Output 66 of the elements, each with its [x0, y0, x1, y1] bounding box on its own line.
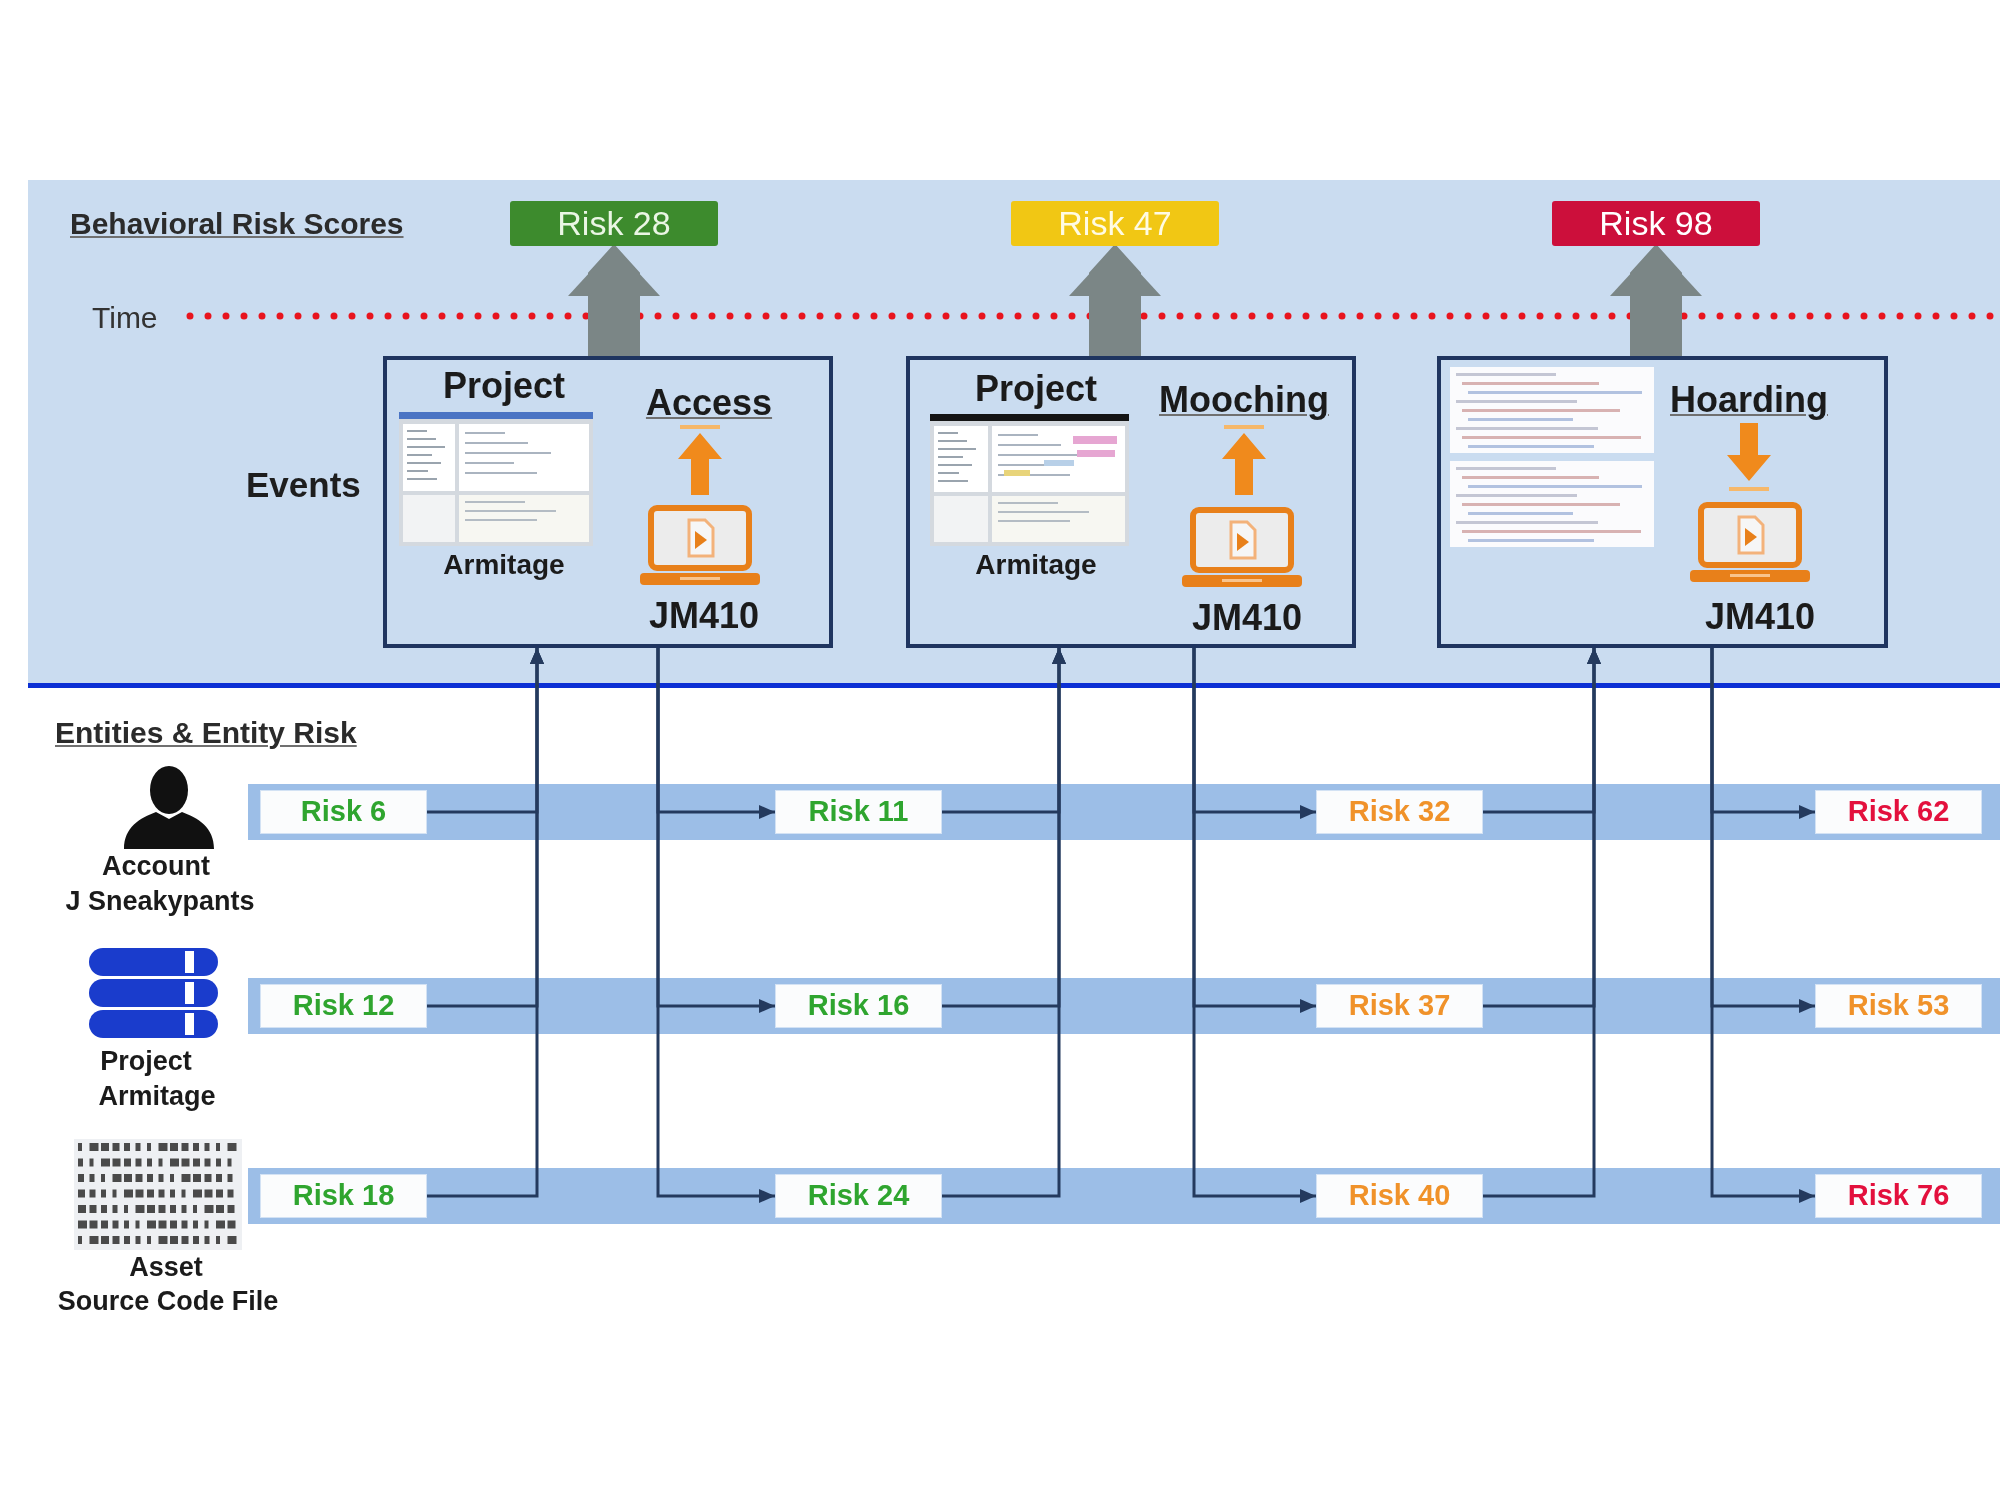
risk-score-box — [775, 790, 942, 834]
project-name: Armitage — [975, 549, 1097, 582]
risk-score-box — [775, 1174, 942, 1218]
axis-label: Time — [92, 301, 158, 336]
risk-score-text: Risk 32 — [1348, 795, 1451, 829]
row-label: Events — [246, 465, 361, 506]
risk-score-text: Risk 76 — [1847, 1179, 1950, 1213]
risk-score-text: Risk 40 — [1348, 1179, 1451, 1213]
event-box — [906, 356, 1356, 648]
connector-arrow — [942, 648, 1066, 1198]
risk-score-text: Risk 47 — [1058, 203, 1172, 244]
event-box — [1437, 356, 1888, 648]
timeline-panel — [28, 180, 2000, 688]
risk-score-box — [1815, 790, 1982, 834]
risk-score-text: Risk 16 — [807, 989, 910, 1023]
block-arrow — [568, 246, 660, 356]
entity-name-label: Armitage — [98, 1081, 216, 1113]
risk-score-badge — [1011, 201, 1219, 246]
risk-score-box — [260, 790, 427, 834]
section-heading: Behavioral Risk Scores — [70, 207, 404, 242]
entity-name-label: Source Code File — [57, 1286, 279, 1318]
risk-score-text: Risk 98 — [1599, 203, 1713, 244]
lane-bar — [248, 978, 2000, 1034]
connector-arrow — [1483, 648, 1601, 1198]
project-label: Project — [443, 365, 565, 407]
connector-arrow — [427, 648, 544, 1198]
section-heading: Entities & Entity Risk — [55, 716, 357, 751]
risk-score-box — [1316, 1174, 1483, 1218]
connector-arrow — [1710, 648, 1815, 1203]
risk-score-box — [260, 1174, 427, 1218]
risk-score-box — [1815, 984, 1982, 1028]
lane-bar — [248, 1168, 2000, 1224]
risk-score-text: Risk 28 — [557, 203, 671, 244]
block-arrow — [1610, 246, 1702, 356]
project-label: Project — [975, 368, 1097, 410]
risk-score-box — [1316, 984, 1483, 1028]
entity-type-label: Project — [100, 1046, 192, 1078]
risk-score-box — [260, 984, 427, 1028]
project-name: Armitage — [443, 549, 565, 582]
risk-score-text: Risk 53 — [1847, 989, 1950, 1023]
risk-score-badge — [510, 201, 718, 246]
risk-score-box — [1316, 790, 1483, 834]
action-heading: Access — [645, 382, 773, 424]
risk-score-text: Risk 62 — [1847, 795, 1950, 829]
device-name: JM410 — [1191, 597, 1303, 639]
lane-bar — [248, 784, 2000, 840]
risk-score-badge — [1552, 201, 1760, 246]
action-heading: Hoarding — [1670, 379, 1828, 421]
risk-score-box — [1815, 1174, 1982, 1218]
action-heading: Mooching — [1159, 379, 1329, 421]
risk-score-text: Risk 12 — [292, 989, 395, 1023]
entity-name-label: J Sneakypants — [65, 886, 255, 918]
risk-score-text: Risk 6 — [300, 795, 387, 829]
risk-score-text: Risk 18 — [292, 1179, 395, 1213]
risk-score-text: Risk 24 — [807, 1179, 910, 1213]
risk-score-text: Risk 37 — [1348, 989, 1451, 1023]
device-name: JM410 — [648, 595, 760, 637]
event-box — [383, 356, 833, 648]
connector-arrow — [1192, 648, 1316, 1203]
block-arrow — [1069, 246, 1161, 356]
entity-type-label: Account — [102, 851, 210, 883]
entity-type-label: Asset — [129, 1252, 203, 1284]
device-name: JM410 — [1704, 596, 1816, 638]
connector-arrow — [656, 648, 775, 1203]
risk-score-text: Risk 11 — [808, 795, 909, 829]
risk-score-box — [775, 984, 942, 1028]
